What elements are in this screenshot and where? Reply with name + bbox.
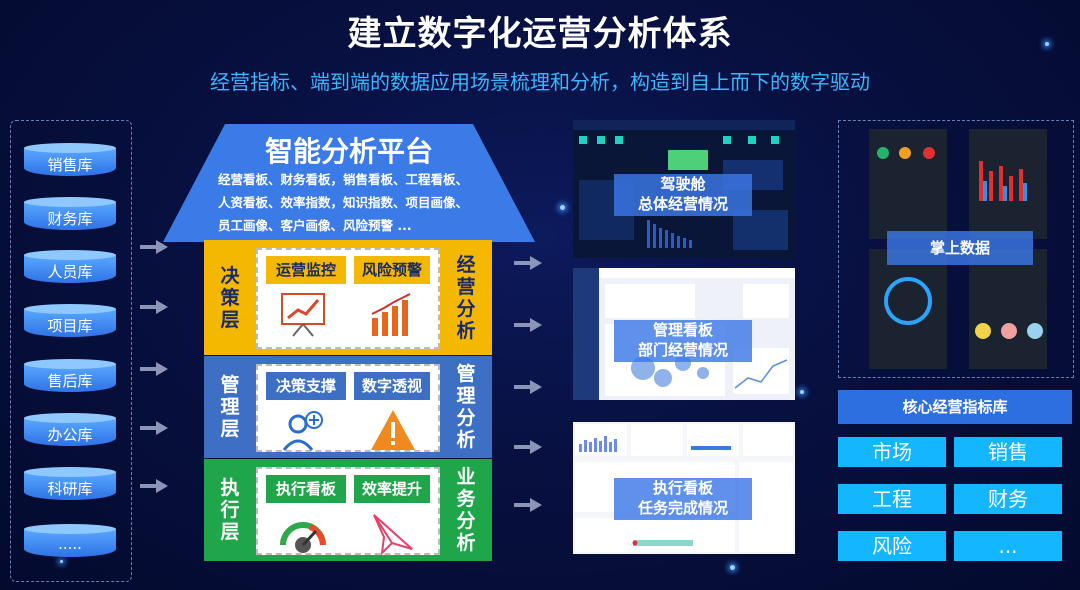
platform-line-3: 员工画像、客户画像、风险预警 ... [218,218,412,233]
layer-tag: 执行看板 [266,475,346,503]
layer-tag: 运营监控 [266,256,346,284]
arrow-right-icon [514,498,542,512]
kpi-item: 财务 [954,484,1062,514]
arrow-right-icon [140,362,168,376]
kpi-item: 工程 [838,484,946,514]
arrow-right-icon [514,380,542,394]
kpi-item: 市场 [838,437,946,467]
execution-caption-line1: 执行看板 [652,479,713,497]
database-3: 人员库 [24,250,116,286]
cockpit-caption-line2: 总体经营情况 [637,195,728,213]
layer-tag: 风险预警 [354,256,430,284]
cockpit-caption: 驾驶舱 总体经营情况 [614,174,752,216]
user-add-icon [278,406,328,458]
arrow-right-icon [140,240,168,254]
layer-tag: 决策支撑 [266,372,346,400]
layer-right-label: 经营分析 [456,253,476,342]
page-title: 建立数字化运营分析体系 [347,14,733,54]
management-caption-line1: 管理看板 [652,321,713,339]
database-panel [10,120,132,582]
arrow-right-icon [514,318,542,332]
paper-plane-icon [368,509,418,561]
kpi-item: ... [954,531,1062,561]
kpi-library-title: 核心经营指标库 [838,390,1072,424]
warning-icon [368,406,418,458]
bar-chart-icon [368,290,418,342]
kpi-item: 风险 [838,531,946,561]
database-5: 售后库 [24,359,116,395]
execution-caption: 执行看板 任务完成情况 [614,478,752,520]
database-label: 销售库 [47,156,93,174]
layer-left-label: 决策层 [220,264,240,331]
management-caption-line2: 部门经营情况 [637,341,728,359]
layer-right-label: 管理分析 [456,363,476,451]
layer-content: 决策支撑数字透视 [256,364,440,452]
arrow-right-icon [514,256,542,270]
mobile-panel: 掌上数据 [838,120,1074,378]
database-label: 项目库 [47,317,93,335]
database-4: 项目库 [24,304,116,340]
layer-content: 运营监控风险预警 [256,248,440,349]
mobile-caption: 掌上数据 [887,231,1033,265]
layer-content: 执行看板效率提升 [256,467,440,556]
layer-left-label: 执行层 [220,477,240,543]
execution-caption-line2: 任务完成情况 [637,499,728,517]
layer-1: 决策层经营分析运营监控风险预警 [204,240,492,355]
kpi-item: 销售 [954,437,1062,467]
database-label: 人员库 [47,263,93,281]
platform-title: 智能分析平台 [264,135,433,168]
arrow-right-icon [140,421,168,435]
cockpit-caption-line1: 驾驶舱 [660,175,706,193]
layer-tag: 数字透视 [354,372,430,400]
layer-right-label: 业务分析 [456,466,476,554]
cockpit-dashboard-screenshot [573,120,795,258]
database-label: 售后库 [47,372,93,390]
database-label: ..... [58,535,82,553]
database-2: 财务库 [24,197,116,233]
arrow-right-icon [140,479,168,493]
database-7: 科研库 [24,467,116,503]
layer-2: 管理层管理分析决策支撑数字透视 [204,356,492,458]
management-caption: 管理看板 部门经营情况 [614,320,752,362]
layer-3: 执行层业务分析执行看板效率提升 [204,459,492,561]
database-8: ..... [24,524,116,560]
layer-tag: 效率提升 [354,475,430,503]
database-6: 办公库 [24,413,116,449]
presentation-chart-icon [278,290,328,342]
platform-line-2: 人资看板、效率指数，知识指数、项目画像、 [218,195,469,210]
database-label: 财务库 [47,210,93,228]
platform-line-1: 经营看板、财务看板，销售看板、工程看板、 [218,172,469,187]
database-label: 办公库 [47,426,93,444]
database-label: 科研库 [47,480,93,498]
arrow-right-icon [514,440,542,454]
platform-roof [163,124,535,242]
gauge-icon [278,509,328,561]
layer-left-label: 管理层 [220,374,240,440]
database-1: 销售库 [24,143,116,179]
arrow-right-icon [140,300,168,314]
page-subtitle: 经营指标、端到端的数据应用场景梳理和分析，构造到自上而下的数字驱动 [210,70,870,94]
